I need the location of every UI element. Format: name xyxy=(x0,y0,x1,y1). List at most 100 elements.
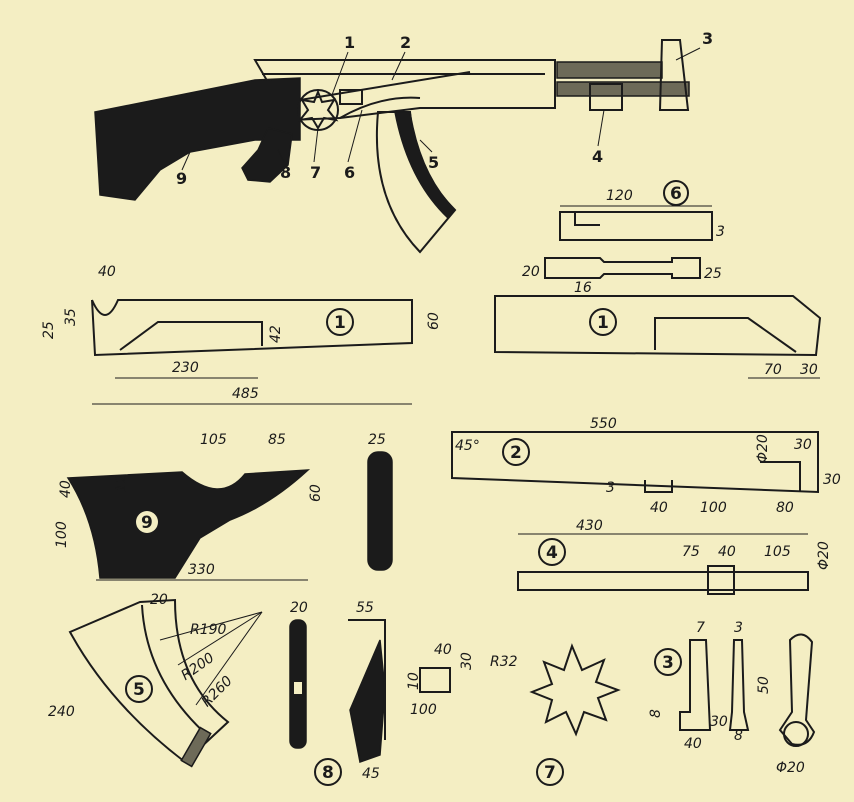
dim-1-h2: 60 xyxy=(426,312,442,330)
stock-shape xyxy=(94,77,301,201)
part-4-drawing: 4 430 75 40 105 Φ20 xyxy=(517,518,832,595)
part-3-drawing: 3 7 3 50 8 30 40 8 Φ20 xyxy=(648,620,816,776)
part-8-side-outline xyxy=(348,619,386,740)
front-sight xyxy=(658,39,690,111)
dim-2-f: 100 xyxy=(700,500,727,516)
barrel-collar xyxy=(589,83,623,111)
part-3-front xyxy=(679,639,712,731)
callout-7: 7 xyxy=(310,163,321,182)
dim-5-r1: R190 xyxy=(190,622,227,638)
part-7-gear xyxy=(529,643,621,737)
part-3-side xyxy=(728,639,750,731)
gear-circle xyxy=(297,89,339,131)
part-3-number: 3 xyxy=(662,653,674,673)
dim-5-w: 20 xyxy=(150,592,168,608)
dim-4-d: Φ20 xyxy=(816,541,832,570)
dim-6-t: 3 xyxy=(716,224,725,240)
callout-2: 2 xyxy=(400,33,411,52)
part-7-circle xyxy=(536,758,564,786)
dim-2-g: 80 xyxy=(776,500,794,516)
callout-6: 6 xyxy=(344,163,355,182)
part-3-hole xyxy=(783,721,809,747)
dim-9-len: 330 xyxy=(188,562,215,578)
dim-3-e: 30 xyxy=(710,714,728,730)
dim-8-a: 40 xyxy=(434,642,452,658)
part-7-number: 7 xyxy=(544,763,556,783)
dim-8-w2: 55 xyxy=(356,600,374,616)
dim-1-d2: 25 xyxy=(41,321,57,339)
callout-8: 8 xyxy=(280,163,291,182)
dim-1-len2: 485 xyxy=(232,386,259,402)
callout-3: 3 xyxy=(702,29,713,48)
part-8-number: 8 xyxy=(322,763,334,783)
dim-3-g: 8 xyxy=(734,728,743,744)
dim-1-d1: 35 xyxy=(63,308,79,326)
callout-1: 1 xyxy=(344,33,355,52)
dim-2-c: 3 xyxy=(606,480,615,496)
dim-8-d: 100 xyxy=(410,702,437,718)
dim-4-len: 430 xyxy=(576,518,603,534)
part-5-inner-arc xyxy=(141,604,209,737)
barrel-upper xyxy=(556,61,663,79)
dim-5-r2: R200 xyxy=(178,650,217,684)
part-1b-circle xyxy=(589,308,617,336)
dim-2-d: Φ20 xyxy=(755,434,771,463)
part-8-side-shape xyxy=(349,639,386,763)
dim-9s-w: 25 xyxy=(368,432,386,448)
dim-3-a: 7 xyxy=(696,620,705,636)
dim-3-f: 40 xyxy=(684,736,702,752)
dim-1-w: 40 xyxy=(98,264,116,280)
part-6-circle xyxy=(663,180,689,206)
dim-3-b: 3 xyxy=(734,620,743,636)
dim-9-e: 60 xyxy=(308,484,324,502)
callout-9: 9 xyxy=(176,169,187,188)
dim-2-b: 30 xyxy=(823,472,841,488)
part-2-circle xyxy=(502,438,530,466)
dim-8-c: 10 xyxy=(406,672,422,690)
dim-3-dia: Φ20 xyxy=(776,760,805,776)
part-1b-number: 1 xyxy=(597,313,609,333)
dim-2-len: 550 xyxy=(590,416,617,432)
part-2-features xyxy=(644,461,801,493)
slider xyxy=(339,89,363,105)
part-5-circle xyxy=(125,675,153,703)
part-8-slot xyxy=(294,682,302,694)
dim-9-d: 12 xyxy=(114,474,130,492)
part-6-top xyxy=(559,211,713,241)
dim-1b-a: 70 xyxy=(764,362,782,378)
dim-9-b: 85 xyxy=(268,432,286,448)
part-6-number: 6 xyxy=(670,184,682,204)
dim-8-w1: 20 xyxy=(290,600,308,616)
leader-lines xyxy=(181,47,701,171)
dim-6-h2: 25 xyxy=(704,266,722,282)
dim-9-h: 100 xyxy=(54,521,70,548)
part-5-clip xyxy=(180,726,212,768)
part-3-circle xyxy=(654,648,682,676)
part-1-left: 1 40 35 25 42 60 230 485 xyxy=(41,264,442,405)
dim-8-e: 45 xyxy=(362,766,380,782)
callout-5: 5 xyxy=(428,153,439,172)
magazine-dark-edge xyxy=(394,111,457,220)
dim-3-c: 50 xyxy=(756,676,772,694)
dim-8-b: 30 xyxy=(459,652,475,670)
dim-2-a: 30 xyxy=(794,437,812,453)
part-1b-recess xyxy=(654,317,797,353)
callout-4: 4 xyxy=(592,147,603,166)
part-9-side-shape xyxy=(367,451,393,571)
dim-1b-b: 30 xyxy=(800,362,818,378)
rifle-assembly: 1 2 3 4 5 6 7 8 9 xyxy=(94,29,713,254)
part-6-profile xyxy=(544,257,701,279)
part-8-circle xyxy=(314,758,342,786)
dim-1-h: 42 xyxy=(268,325,284,343)
part-9-circle xyxy=(136,511,158,533)
bar-6 xyxy=(339,96,421,119)
part-1-circle xyxy=(326,308,354,336)
part-2-number: 2 xyxy=(510,443,522,463)
dim-9-a: 105 xyxy=(200,432,227,448)
dim-2-ang: 45° xyxy=(455,438,480,454)
dim-6-h: 20 xyxy=(522,264,540,280)
part-3-3d xyxy=(778,633,816,746)
part-4-rod xyxy=(517,571,809,591)
part-4-collar xyxy=(707,565,735,595)
